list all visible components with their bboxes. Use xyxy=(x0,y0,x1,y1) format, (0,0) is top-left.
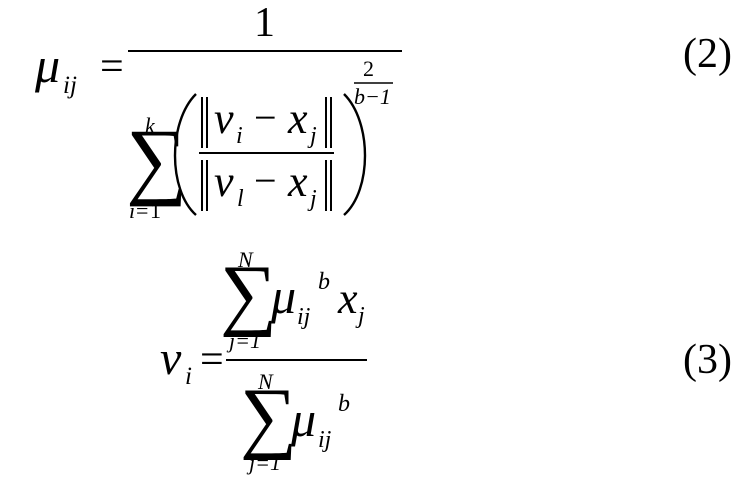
mu-symbol: μ xyxy=(34,37,60,93)
top-x-sub: j xyxy=(307,123,317,149)
bottom-x: x xyxy=(287,157,308,206)
right-paren xyxy=(343,93,367,216)
top-v-sub: i xyxy=(236,123,243,149)
bottom-v-sub: l xyxy=(237,186,244,212)
num-mu-sub: ij xyxy=(297,304,311,330)
equals-sign-3: = xyxy=(200,337,224,383)
den-power: b xyxy=(338,391,350,417)
sum-lower-val: 1 xyxy=(150,198,161,223)
den-mu: μ xyxy=(290,391,316,447)
exponent-denominator: b−1 xyxy=(354,84,391,109)
num-sum-lower: j=1 xyxy=(226,328,261,353)
num-mu: μ xyxy=(270,268,296,324)
num-x: x xyxy=(337,274,358,323)
sum-lower-var: i xyxy=(129,198,135,223)
v-subscript: i xyxy=(185,363,192,390)
den-summation-sign: ∑ xyxy=(240,373,297,461)
bottom-v: v xyxy=(214,157,234,206)
equation-number-2: (2) xyxy=(683,31,732,77)
sum-lower-eq: = xyxy=(136,198,148,223)
equation-2: μ ij = 1 k ∑ i = 1 v i − x j v l − x xyxy=(34,0,732,223)
top-x: x xyxy=(287,94,308,143)
summation-sign: ∑ xyxy=(126,111,187,207)
v-symbol: v xyxy=(160,332,182,385)
numerator-one: 1 xyxy=(254,0,275,46)
exponent-numerator: 2 xyxy=(363,56,374,81)
left-paren xyxy=(173,93,197,216)
bottom-minus: − xyxy=(254,158,277,203)
top-v: v xyxy=(214,94,234,143)
den-sum-lower: j=1 xyxy=(246,450,281,475)
num-power: b xyxy=(318,269,330,295)
num-x-sub: j xyxy=(355,303,365,329)
num-summation-sign: ∑ xyxy=(220,250,277,338)
den-mu-sub: ij xyxy=(318,427,332,453)
sum-upper-limit: k xyxy=(145,113,156,138)
den-sum-upper: N xyxy=(257,369,274,394)
bottom-x-sub: j xyxy=(307,186,317,212)
equals-sign: = xyxy=(100,44,124,90)
num-sum-upper: N xyxy=(237,247,254,272)
equation-3: v i = N ∑ j=1 μ ij b x j N ∑ j=1 μ ij b … xyxy=(160,247,732,475)
top-minus: − xyxy=(254,95,277,140)
equation-number-3: (3) xyxy=(683,337,732,383)
mu-subscript: ij xyxy=(63,72,77,99)
